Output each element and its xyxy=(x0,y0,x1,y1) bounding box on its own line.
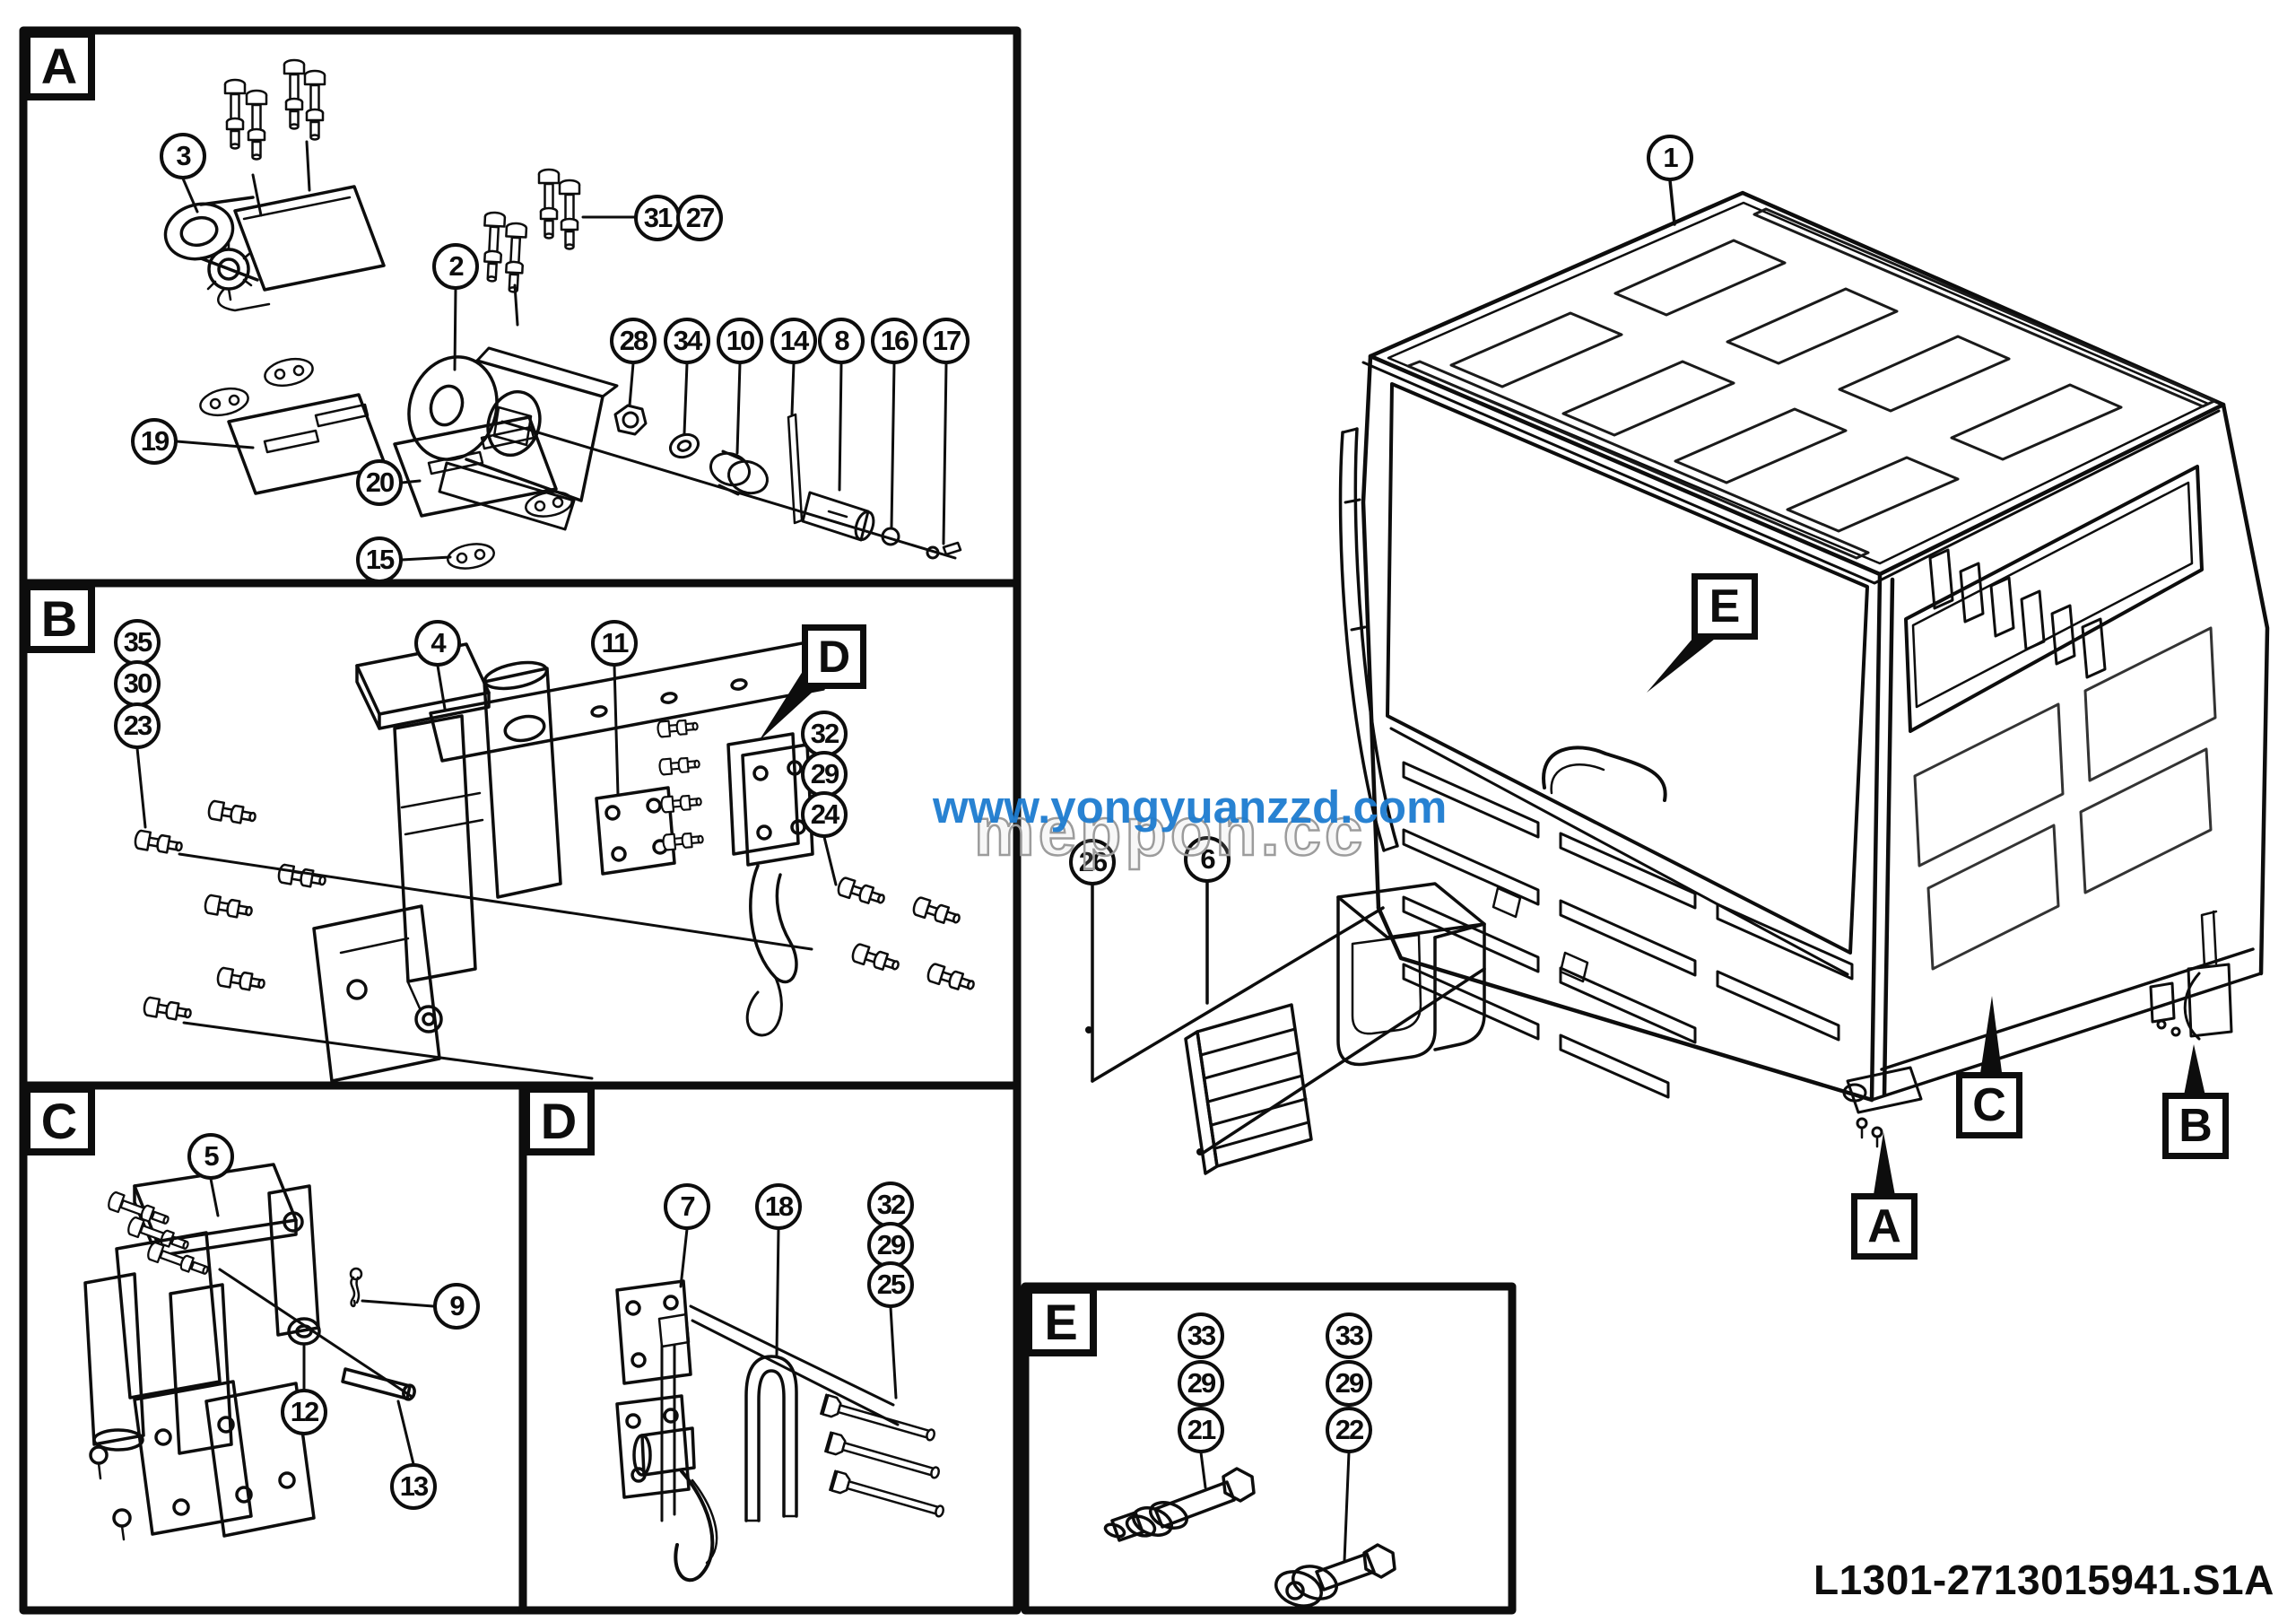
callout-32: 32 xyxy=(801,711,848,757)
panel-c-label: C xyxy=(23,1086,95,1155)
callout-27: 27 xyxy=(676,195,723,241)
watermark-primary: www.yongyuanzzd.com xyxy=(933,781,1448,833)
callout-33a: 33 xyxy=(1178,1312,1224,1359)
callout-26: 26 xyxy=(1069,839,1116,885)
callout-13: 13 xyxy=(390,1463,437,1510)
panel-borders xyxy=(19,26,1517,1615)
callout-15: 15 xyxy=(356,536,403,583)
detail-c-pointer-label: C xyxy=(1956,1072,2022,1138)
callout-4: 4 xyxy=(414,620,461,667)
callout-8: 8 xyxy=(818,318,865,364)
detail-d-pointer-label: D xyxy=(802,624,866,689)
panel-e-art xyxy=(1103,1451,1396,1608)
callout-11: 11 xyxy=(591,620,638,667)
callout-28: 28 xyxy=(610,318,657,364)
panel-b-art xyxy=(132,640,978,1083)
callout-30: 30 xyxy=(114,660,161,707)
callout-24: 24 xyxy=(801,791,848,838)
panel-c-art xyxy=(83,1163,435,1541)
callout-10: 10 xyxy=(717,318,763,364)
callout-29: 29 xyxy=(801,751,848,798)
callout-12: 12 xyxy=(281,1389,327,1435)
callout-21: 21 xyxy=(1178,1407,1224,1453)
callout-2: 2 xyxy=(432,243,479,290)
callout-18: 18 xyxy=(755,1183,802,1230)
callout-9: 9 xyxy=(433,1283,480,1330)
detail-b-pointer-label: B xyxy=(2162,1093,2229,1159)
callout-19: 19 xyxy=(131,418,178,465)
watermark-secondary: meppon.cc xyxy=(973,793,1367,872)
detail-a-pointer-label: A xyxy=(1851,1193,1918,1260)
callout-29d: 29 xyxy=(1326,1360,1372,1407)
callout-20: 20 xyxy=(356,459,403,506)
detail-e-pointer-label: E xyxy=(1692,573,1758,640)
panel-a-art xyxy=(163,58,962,570)
panel-d-art xyxy=(615,1227,948,1583)
callout-29c: 29 xyxy=(1178,1360,1224,1407)
callout-22: 22 xyxy=(1326,1407,1372,1453)
callout-5: 5 xyxy=(187,1133,234,1180)
truck-cab-art xyxy=(1085,179,2270,1200)
callout-16: 16 xyxy=(871,318,918,364)
callout-25: 25 xyxy=(867,1261,914,1308)
panel-b-label: B xyxy=(23,583,95,653)
callout-29b: 29 xyxy=(867,1222,914,1269)
callout-17: 17 xyxy=(923,318,970,364)
callout-23: 23 xyxy=(114,702,161,749)
callout-35: 35 xyxy=(114,619,161,666)
callout-6: 6 xyxy=(1184,836,1231,883)
panel-e-label: E xyxy=(1025,1286,1097,1356)
callout-3: 3 xyxy=(160,133,206,179)
callout-14: 14 xyxy=(770,318,817,364)
callout-7: 7 xyxy=(664,1183,710,1230)
drawing-number: L1301-2713015941.S1A xyxy=(1813,1557,2274,1603)
callout-34: 34 xyxy=(664,318,710,364)
callout-33b: 33 xyxy=(1326,1312,1372,1359)
callout-1: 1 xyxy=(1647,135,1693,181)
panel-a-label: A xyxy=(23,31,95,100)
panel-d-label: D xyxy=(523,1086,595,1155)
callout-31: 31 xyxy=(634,195,681,241)
